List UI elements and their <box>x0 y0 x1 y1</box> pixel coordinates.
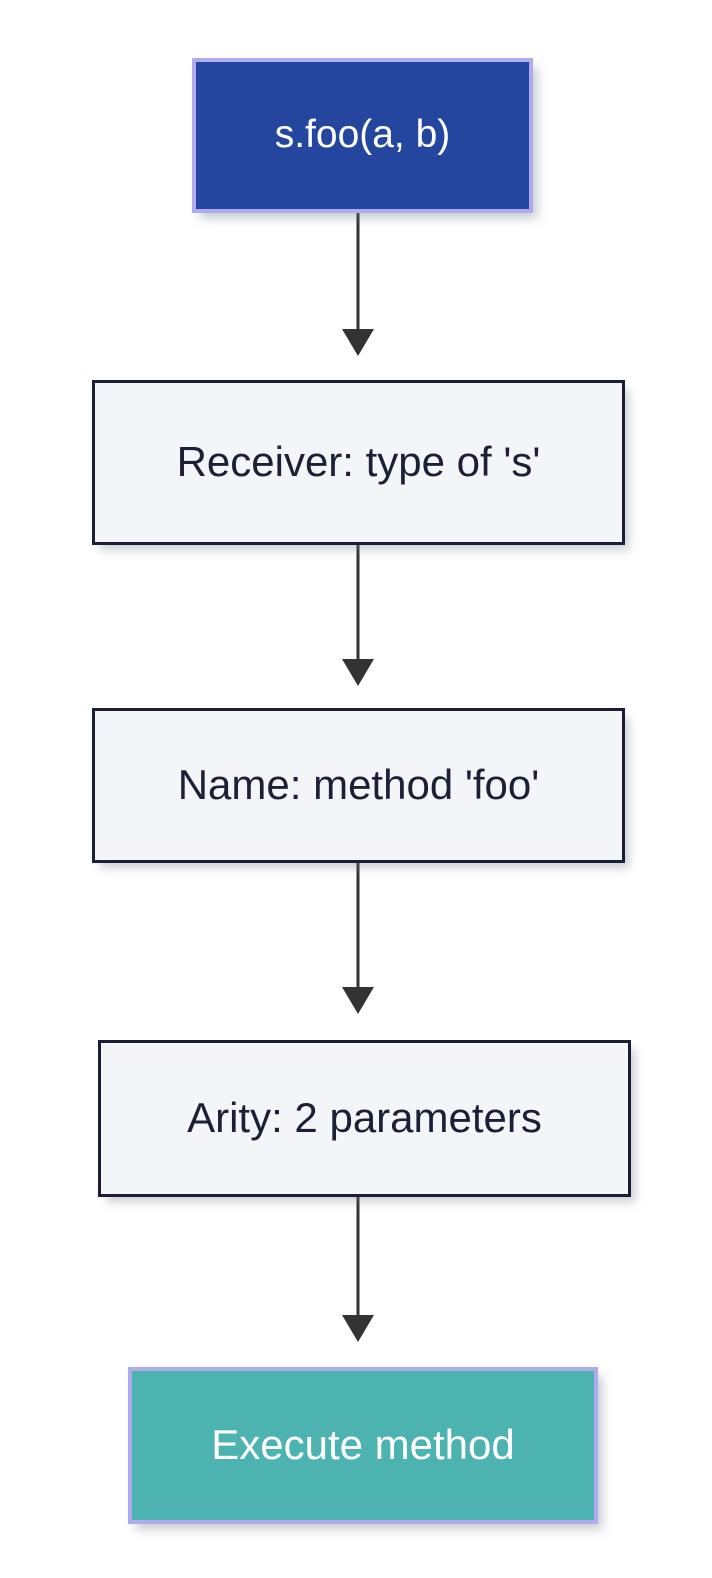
edge-arity-to-execute <box>342 1196 374 1342</box>
edge-name-to-arity <box>342 862 374 1014</box>
node-execute-label: Execute method <box>211 1421 515 1469</box>
node-name-label: Name: method 'foo' <box>177 761 540 809</box>
edge-receiver-to-name <box>342 545 374 686</box>
node-call-label: s.foo(a, b) <box>274 113 451 157</box>
node-call[interactable]: s.foo(a, b) <box>192 58 533 213</box>
node-receiver[interactable]: Receiver: type of 's' <box>92 380 625 545</box>
node-execute[interactable]: Execute method <box>128 1367 598 1524</box>
node-name[interactable]: Name: method 'foo' <box>92 708 625 863</box>
node-arity-label: Arity: 2 parameters <box>187 1094 542 1142</box>
node-receiver-label: Receiver: type of 's' <box>176 438 541 486</box>
node-arity[interactable]: Arity: 2 parameters <box>98 1040 631 1197</box>
edge-call-to-receiver <box>342 212 374 356</box>
